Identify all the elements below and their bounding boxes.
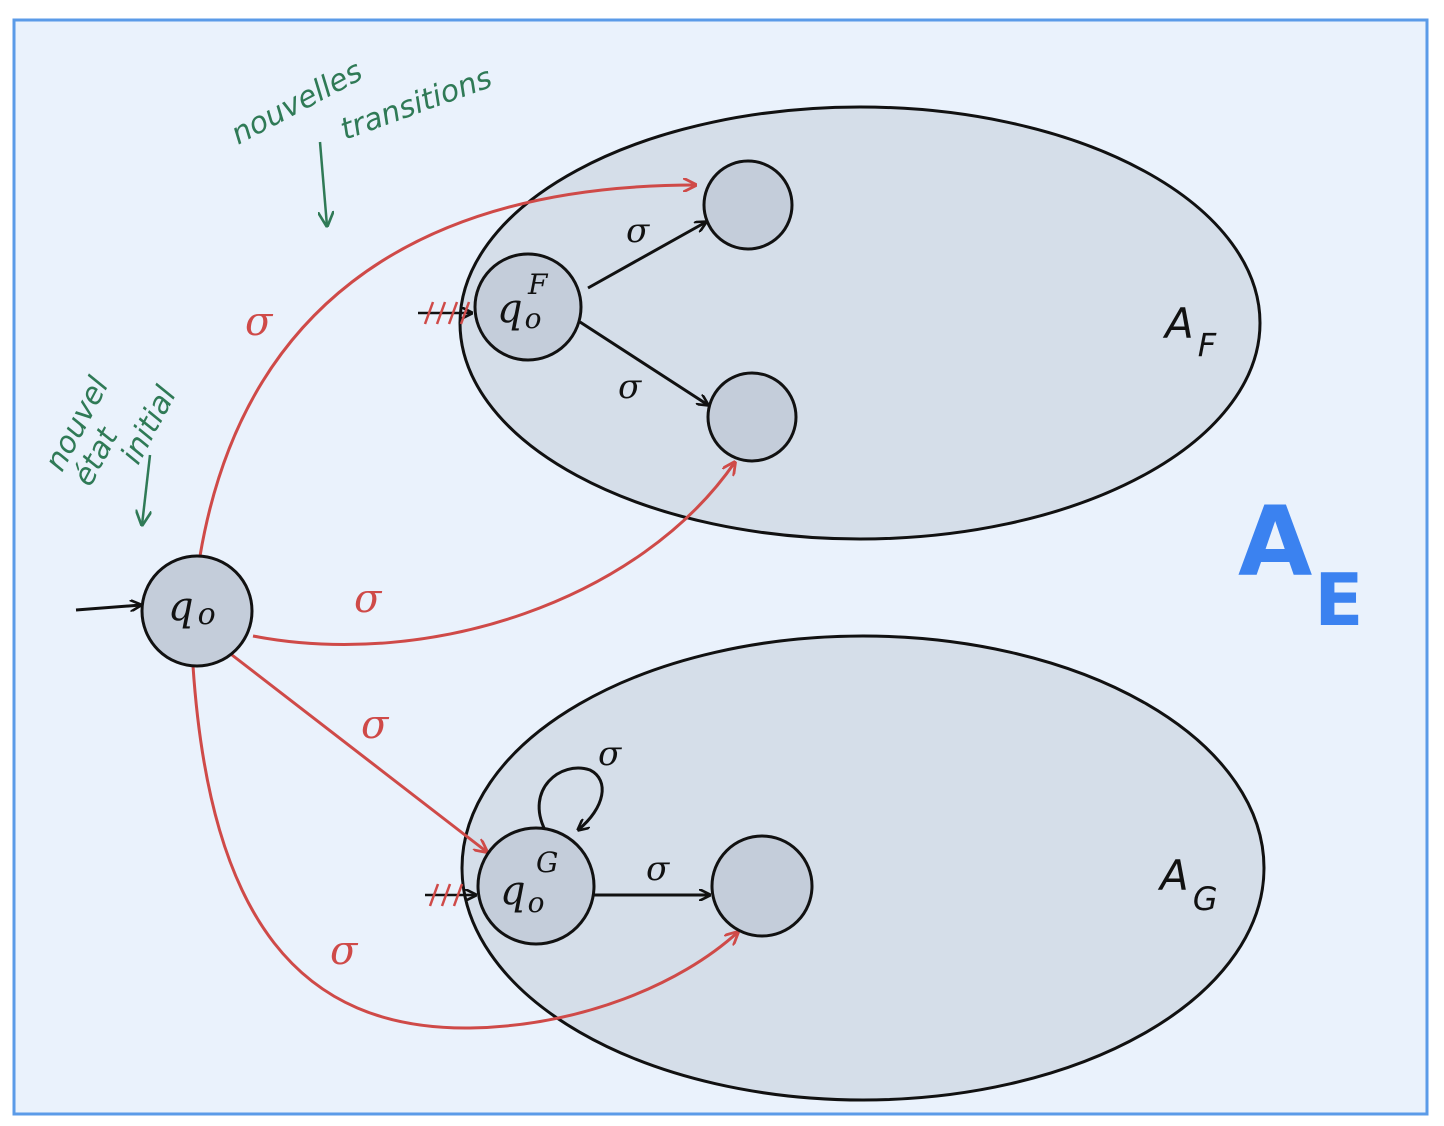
new-edge-q0-to-AF-bottom [252, 462, 735, 646]
state-AF-bottom [706, 371, 798, 463]
initial-arrow-q0 [75, 605, 141, 610]
state-q0G-circle [476, 826, 596, 946]
label-sigma-q0F-bottom: σ [618, 367, 642, 407]
state-q0G: qo G [476, 826, 596, 946]
state-AG-right [710, 834, 814, 938]
automaton-AF-region [458, 105, 1262, 541]
label-sigma-new-top: σ [245, 299, 274, 345]
label-sigma-q0F-top: σ [626, 211, 650, 251]
state-q0G-superscript: G [536, 846, 558, 879]
new-edge-q0-to-q0G [231, 653, 487, 852]
state-q0-circle [140, 554, 254, 668]
label-sigma-new-q0G: σ [361, 702, 390, 748]
state-q0F-label: qo [497, 286, 541, 335]
edge-q0G-self-loop [537, 766, 604, 830]
state-q0G-label: qo [500, 868, 544, 919]
state-q0F: qo F [473, 252, 583, 362]
edge-q0F-to-top [587, 222, 706, 290]
label-sigma-new-AG-right: σ [330, 928, 359, 974]
label-sigma-new-AF-bottom: σ [354, 576, 383, 622]
state-q0F-superscript: F [527, 268, 549, 301]
edge-q0F-to-bottom [579, 320, 708, 405]
new-edge-q0-to-AG-right [191, 665, 738, 1030]
label-sigma-q0G-right: σ [646, 849, 670, 889]
label-sigma-q0G-loop: σ [598, 734, 622, 774]
note-new-transitions-arrow [320, 141, 327, 226]
label-AE: AE [1238, 486, 1363, 642]
state-q0F-circle [473, 252, 583, 362]
new-edge-q0-to-AF-top [198, 185, 696, 557]
old-initial-marker-q0G [425, 883, 476, 907]
note-new-initial-arrow [142, 454, 150, 525]
state-AF-top [702, 159, 794, 251]
old-initial-marker-q0F [418, 301, 472, 325]
